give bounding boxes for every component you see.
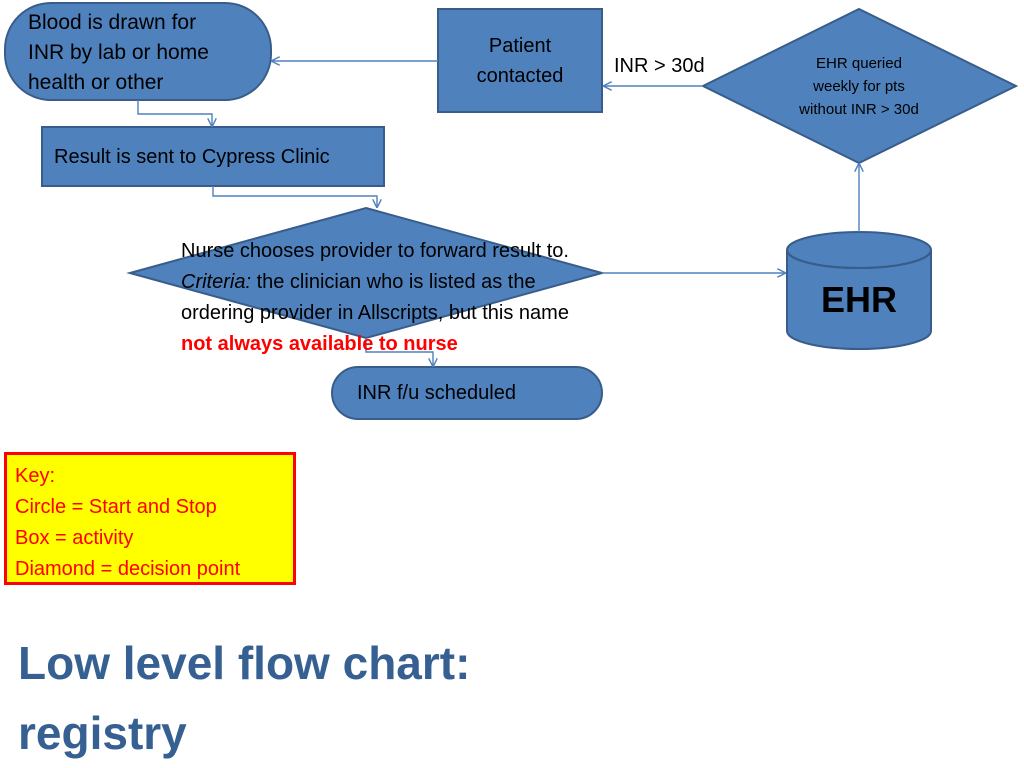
database-node-ehr (786, 231, 932, 350)
slide-title: Low level flow chart: registry (18, 628, 718, 768)
label-nurse-criteria-line: Criteria: the clinician who is listed as… (181, 267, 661, 298)
connector-nurse-to-inrfu (365, 338, 433, 366)
label-ehr-queried-line: weekly for pts (813, 78, 905, 95)
label-blood-drawn-line: health or other (28, 71, 164, 94)
legend-key-item: Circle = Start and Stop (15, 496, 217, 518)
end-node-inr-fu (331, 366, 603, 420)
slide-title-line: Low level flow chart: (18, 637, 471, 689)
label-inr-fu: INR f/u scheduled (357, 382, 516, 404)
label-blood-drawn: Blood is drawn for INR by lab or home he… (28, 8, 268, 98)
label-result-sent: Result is sent to Cypress Clinic (54, 146, 330, 168)
connector-blood-to-result (137, 100, 212, 126)
slide-title-line: registry (18, 707, 187, 759)
legend-key: Key: Circle = Start and Stop Box = activ… (4, 452, 296, 585)
label-ehr-queried: EHR queried weekly for pts without INR >… (759, 52, 959, 121)
label-nurse-line1: Nurse chooses provider to forward result… (181, 240, 569, 262)
connector-result-to-nurse (212, 186, 377, 207)
label-patient-contacted-line: contacted (476, 65, 564, 87)
label-ehr-queried-line: without INR > 30d (799, 101, 919, 118)
label-patient-contacted: Patient contacted (438, 31, 602, 91)
label-nurse-line3: ordering provider in Allscripts, but thi… (181, 302, 569, 324)
label-blood-drawn-line: INR by lab or home (28, 41, 209, 64)
edge-label-inr-30d: INR > 30d (614, 55, 705, 77)
label-nurse-chooses: Nurse chooses provider to forward result… (181, 236, 661, 360)
legend-key-item: Box = activity (15, 527, 134, 549)
label-ehr-queried-line: EHR queried (816, 55, 902, 72)
label-blood-drawn-line: Blood is drawn for (28, 11, 197, 34)
label-nurse-warning: not always available to nurse (181, 333, 458, 355)
label-nurse-criteria: Criteria: (181, 271, 252, 293)
label-ehr-db: EHR (820, 279, 897, 320)
activity-node-patient-contacted (437, 8, 603, 113)
label-patient-contacted-line: Patient (488, 35, 552, 57)
legend-key-item: Diamond = decision point (15, 558, 241, 580)
decision-node-ehr-queried (700, 7, 1019, 165)
label-nurse-criteria-rest: the clinician who is listed as the (251, 271, 536, 293)
legend-key-title: Key: (15, 465, 56, 487)
